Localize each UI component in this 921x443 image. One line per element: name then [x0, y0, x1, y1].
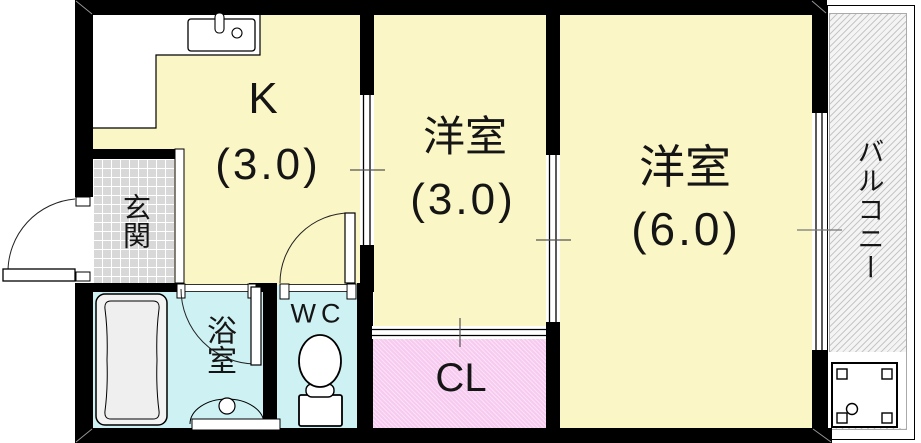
bathroom-label: 浴室 — [202, 315, 235, 375]
bathroom-area — [93, 292, 263, 428]
western-room-6-area — [560, 15, 812, 428]
western-room-6-size: (6.0) — [631, 203, 741, 255]
closet-label: CL — [435, 356, 487, 400]
kitchen-size-label: (3.0) — [215, 140, 321, 189]
entrance-door — [2, 198, 76, 282]
entrance-tile-area — [93, 159, 174, 283]
entrance-label: 玄関 — [120, 193, 151, 249]
western-room-6-label: 洋室 — [639, 141, 731, 193]
wc-label: WC — [290, 298, 346, 329]
western-room-3-area — [374, 15, 546, 332]
western-room-3-size: (3.0) — [410, 175, 516, 224]
kitchen-label: K — [248, 74, 278, 123]
closet-area — [373, 334, 546, 428]
kitchen-counter-side — [93, 15, 156, 128]
western-room-3-label: 洋室 — [422, 113, 508, 160]
balcony-label: バルコニー — [853, 137, 884, 283]
